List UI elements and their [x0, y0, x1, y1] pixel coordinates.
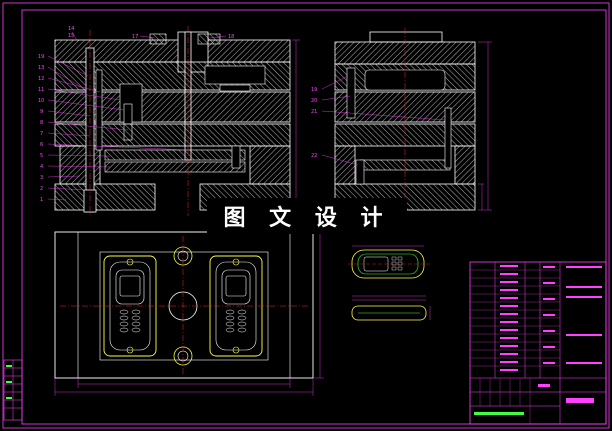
side-callout-19: 19 [311, 87, 317, 93]
callout-9: 9 [40, 109, 43, 115]
side-callout-20: 20 [311, 98, 317, 104]
part-top-view [348, 245, 430, 279]
callout-1: 1 [40, 197, 43, 203]
callout-11: 11 [38, 87, 44, 93]
front-view-dimension [292, 39, 300, 211]
callout-8: 8 [40, 120, 43, 126]
callout-5: 5 [40, 153, 43, 159]
callout-10: 10 [38, 98, 44, 104]
callout-6: 6 [40, 142, 43, 148]
callout-2: 2 [40, 186, 43, 192]
callout-13: 13 [38, 65, 44, 71]
callout-18: 18 [228, 34, 234, 40]
callout-17: 17 [132, 34, 138, 40]
callout-19: 19 [38, 54, 44, 60]
side-section-view [334, 28, 476, 214]
plan-view-dimensions [54, 231, 324, 396]
plan-view [54, 231, 314, 379]
callout-4: 4 [40, 164, 43, 170]
callout-12: 12 [38, 76, 44, 82]
side-view-callouts: 19 20 21 22 [311, 75, 446, 166]
callout-15: 15 [68, 33, 74, 39]
watermark-banner: 图 文 设 计 [207, 198, 407, 234]
callout-3: 3 [40, 175, 43, 181]
callout-14: 14 [68, 26, 74, 32]
side-callout-21: 21 [311, 109, 317, 115]
revision-strip [3, 359, 23, 421]
sheet-inner-border [21, 9, 607, 425]
front-view-callouts: 19 13 12 11 10 9 8 7 6 5 4 3 2 1 14 15 1… [38, 26, 234, 203]
front-section-view [54, 26, 291, 216]
side-view-dimension [478, 41, 492, 211]
banner-title: 图 文 设 计 [223, 206, 391, 231]
title-block [469, 261, 607, 425]
side-callout-22: 22 [311, 153, 317, 159]
part-side-view [351, 295, 431, 321]
callout-7: 7 [40, 131, 43, 137]
